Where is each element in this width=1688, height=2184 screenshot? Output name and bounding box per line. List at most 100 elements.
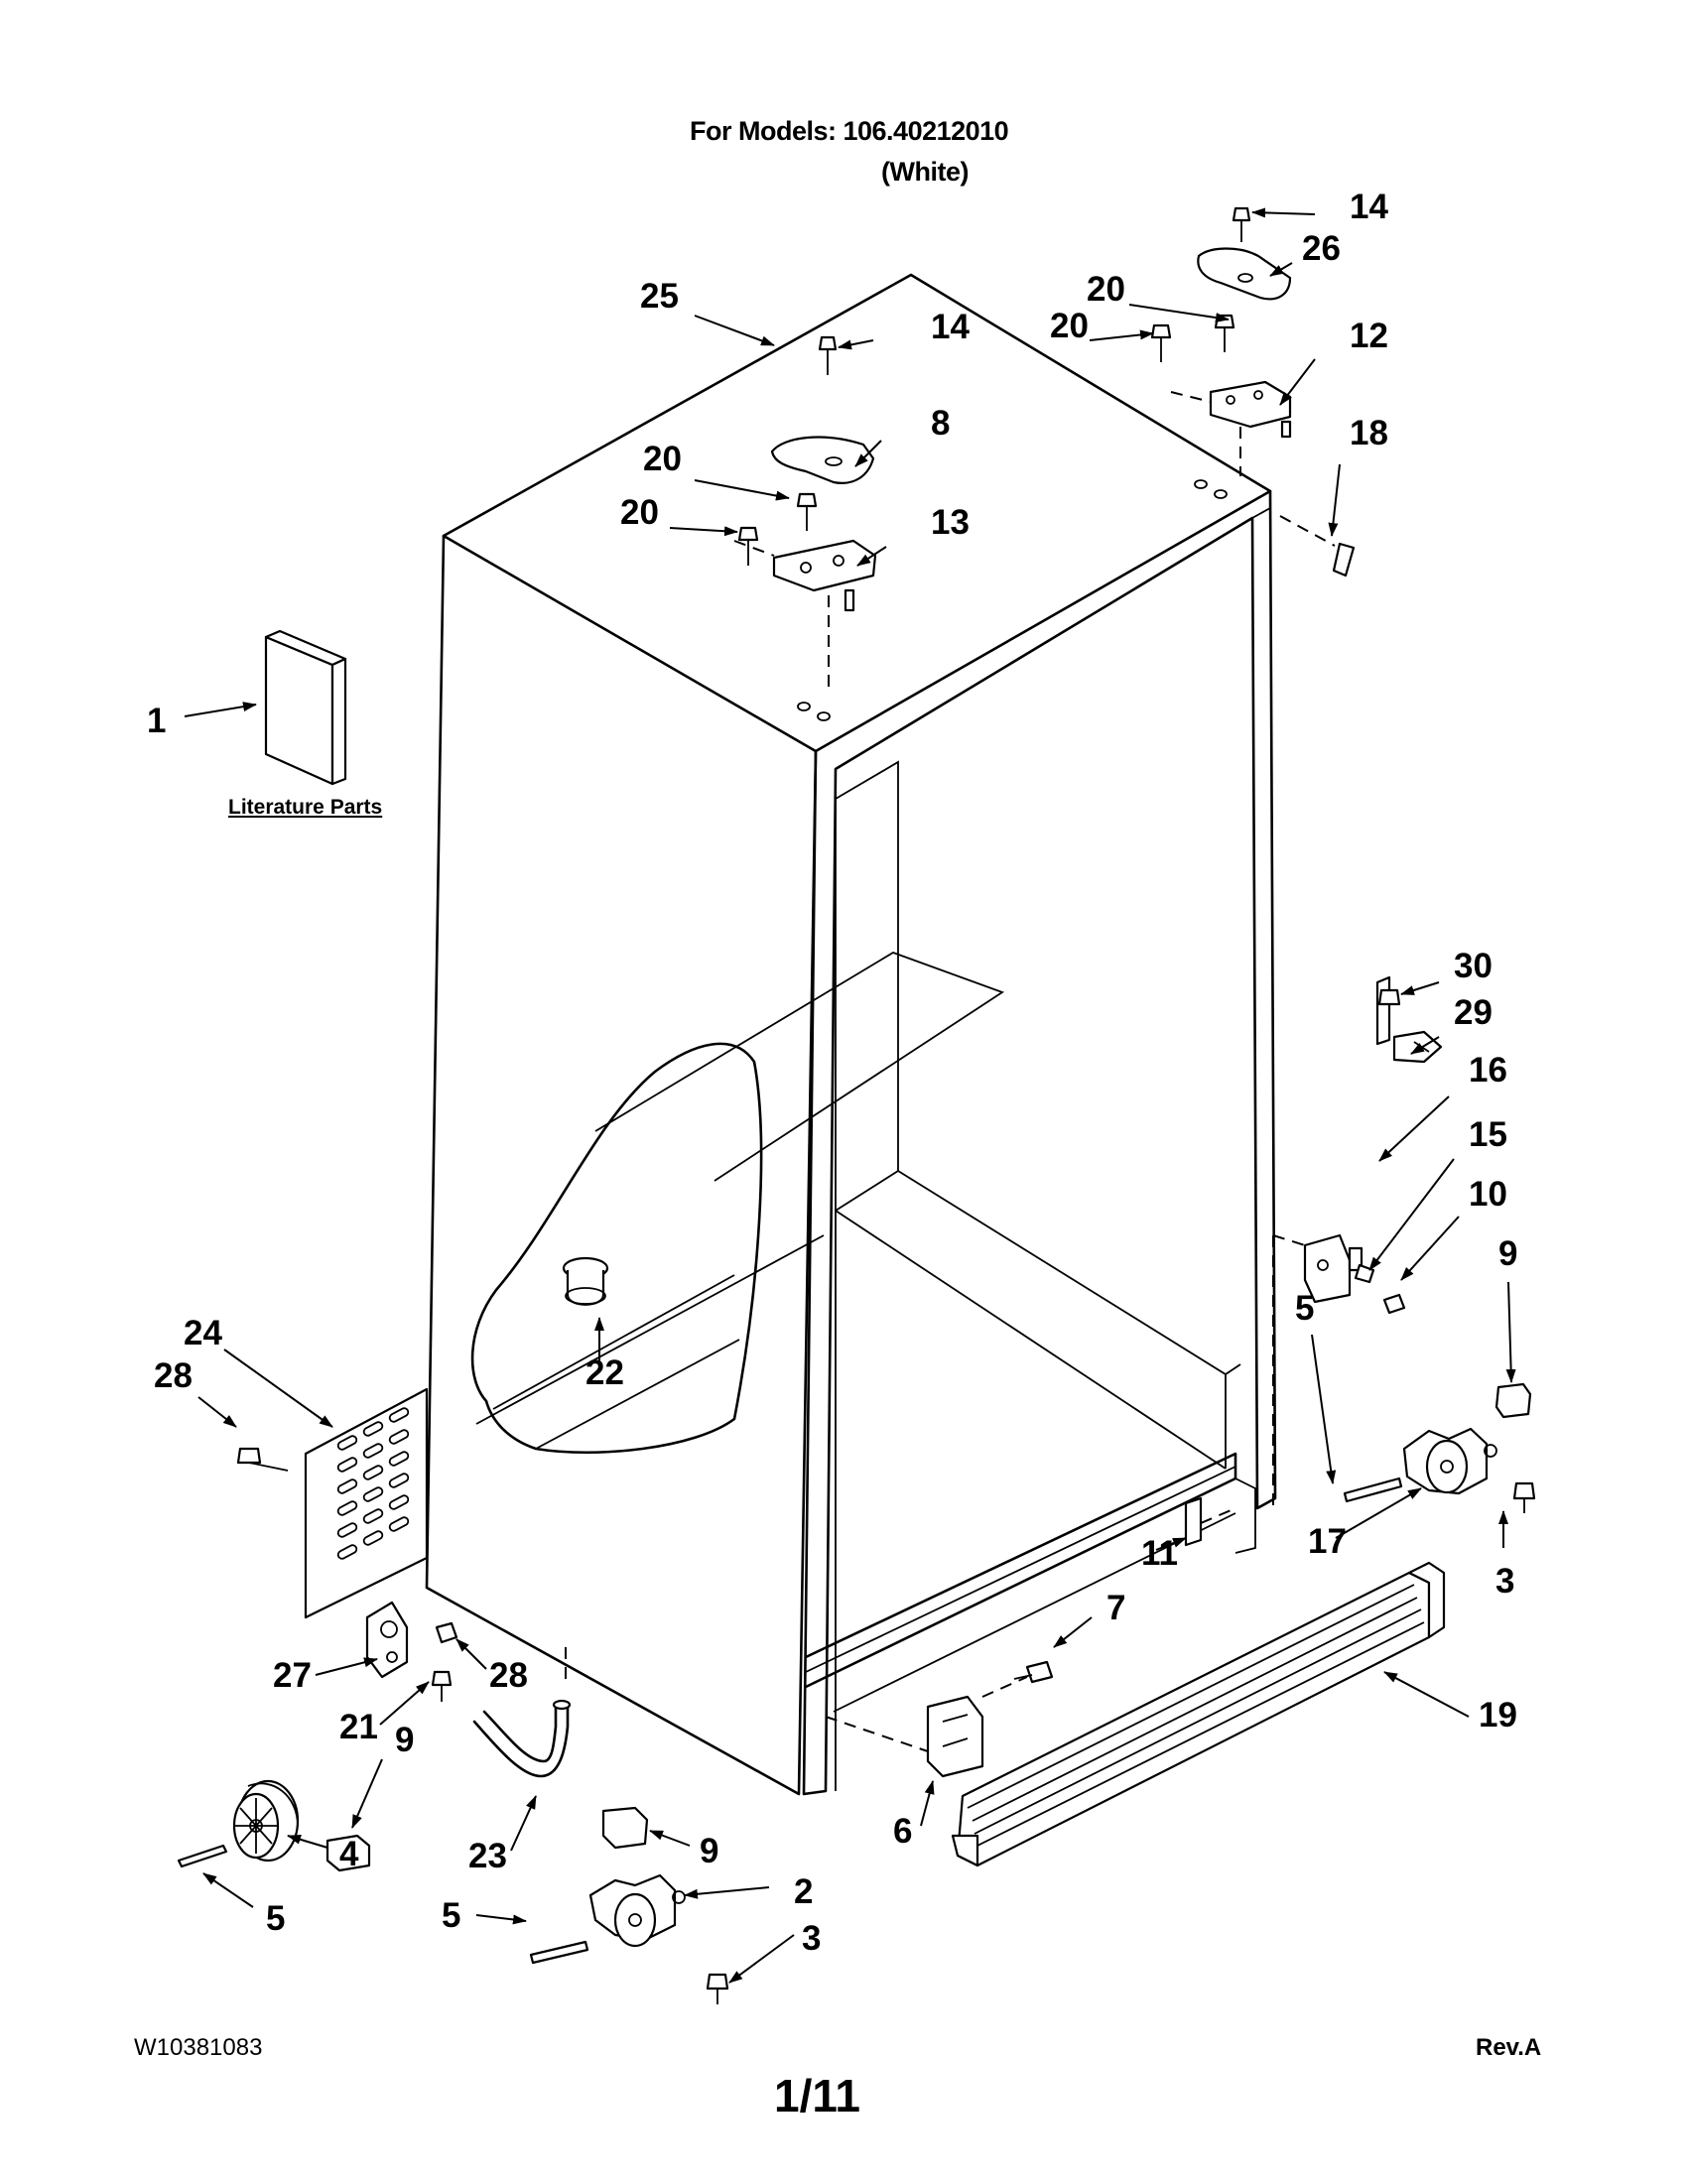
callout-9: 9 (395, 1721, 414, 1759)
vent-slot (388, 1429, 410, 1445)
leader-arrow (669, 526, 738, 537)
callout-13: 13 (931, 503, 970, 542)
leader-arrow (475, 1914, 527, 1925)
callout-20: 20 (643, 440, 682, 478)
literature-parts-label: Literature Parts (228, 796, 383, 819)
lower-hinge-right (1272, 975, 1443, 1508)
callout-25: 25 (640, 277, 679, 316)
callout-6: 6 (893, 1812, 912, 1851)
leader-arrow (202, 1872, 254, 1908)
leader-arrow (223, 1349, 333, 1428)
leader-arrow (1410, 1036, 1440, 1055)
top-hinge-left (733, 436, 877, 695)
leader-arrow (197, 1396, 237, 1428)
leader-arrow (510, 1795, 537, 1852)
callout-20: 20 (1087, 270, 1125, 309)
leader-arrow (1505, 1281, 1516, 1383)
callout-23: 23 (468, 1837, 507, 1875)
leader-arrow (1383, 1671, 1470, 1718)
refrigerator-cabinet (425, 273, 1277, 1796)
leader-arrow (838, 339, 874, 350)
vent-slot (336, 1435, 358, 1451)
screw-icon (737, 335, 838, 566)
callout-30: 30 (1454, 947, 1493, 985)
callout-14: 14 (931, 308, 970, 346)
vent-slot (336, 1457, 358, 1473)
leader-arrow (728, 1934, 795, 1984)
revision-label: Rev.A (1476, 2034, 1542, 2061)
callout-24: 24 (184, 1314, 222, 1352)
vent-slot (336, 1500, 358, 1516)
callout-11: 11 (1141, 1534, 1178, 1573)
callout-22: 22 (585, 1353, 624, 1392)
leader-arrow (1400, 981, 1440, 995)
leader-arrow (1053, 1616, 1093, 1648)
leader-arrow (1311, 1334, 1337, 1484)
leader-arrow (455, 1638, 487, 1670)
screw-icon (1377, 988, 1401, 1027)
leader-arrow (694, 479, 790, 501)
right-roller-assembly (1343, 1382, 1536, 1513)
vent-slot (362, 1421, 384, 1437)
document-number: W10381083 (134, 2034, 263, 2061)
leader-arrow (920, 1780, 935, 1827)
leader-arrow (184, 702, 257, 717)
callout-9: 9 (700, 1832, 718, 1870)
cabinet-left-side (425, 534, 818, 1796)
callout-20: 20 (620, 493, 659, 532)
callout-28: 28 (489, 1656, 528, 1695)
leader-arrow (379, 1681, 430, 1726)
callout-21: 21 (339, 1708, 378, 1746)
vent-slot (388, 1516, 410, 1532)
leader-arrow (1269, 262, 1293, 277)
color-subtitle: (White) (881, 157, 969, 187)
callout-9: 9 (1498, 1234, 1517, 1273)
callout-14: 14 (1350, 188, 1388, 226)
callout-5: 5 (442, 1896, 460, 1935)
leader-arrow (694, 315, 775, 346)
vent-slot (388, 1451, 410, 1467)
callout-19: 19 (1479, 1696, 1517, 1734)
leader-arrow (315, 1657, 378, 1676)
vent-slot (388, 1494, 410, 1510)
vent-slot (388, 1473, 410, 1488)
clip-bracket (1184, 1496, 1236, 1547)
drain-fitting (562, 1256, 609, 1306)
callout-1: 1 (147, 702, 166, 740)
leader-arrow (649, 1830, 691, 1847)
models-title: For Models: 106.40212010 (690, 116, 1009, 146)
callout-3: 3 (1495, 1562, 1514, 1601)
leader-arrow (1378, 1095, 1450, 1162)
callout-5: 5 (1295, 1289, 1314, 1328)
cabinet-top (442, 273, 1272, 753)
base-grille (951, 1561, 1446, 1867)
callout-8: 8 (931, 404, 950, 443)
callout-17: 17 (1308, 1522, 1347, 1561)
literature-booklet (264, 629, 347, 786)
vent-slot (336, 1522, 358, 1538)
callout-12: 12 (1350, 317, 1388, 355)
leader-arrow (1128, 304, 1230, 323)
leader-arrow (287, 1834, 328, 1849)
cabinet-front-frame (802, 489, 1277, 1796)
cabinet-interior (835, 760, 899, 1212)
vent-slot (362, 1508, 384, 1524)
leader-arrow (1251, 207, 1316, 218)
vent-slot (362, 1443, 384, 1459)
leader-arrow (1279, 358, 1316, 406)
vent-slot (336, 1544, 358, 1560)
callout-27: 27 (273, 1656, 312, 1695)
callout-10: 10 (1469, 1175, 1507, 1214)
leader-arrow (1155, 1537, 1187, 1551)
callout-7: 7 (1106, 1589, 1125, 1627)
front-roller-assembly (529, 1806, 729, 2004)
callout-2: 2 (794, 1872, 813, 1911)
vent-slot (362, 1530, 384, 1546)
callout-18: 18 (1350, 414, 1388, 452)
callout-26: 26 (1302, 229, 1341, 268)
grille-bracket (825, 1660, 1054, 1778)
callout-5: 5 (266, 1899, 285, 1938)
top-hinge-right (1170, 247, 1356, 578)
